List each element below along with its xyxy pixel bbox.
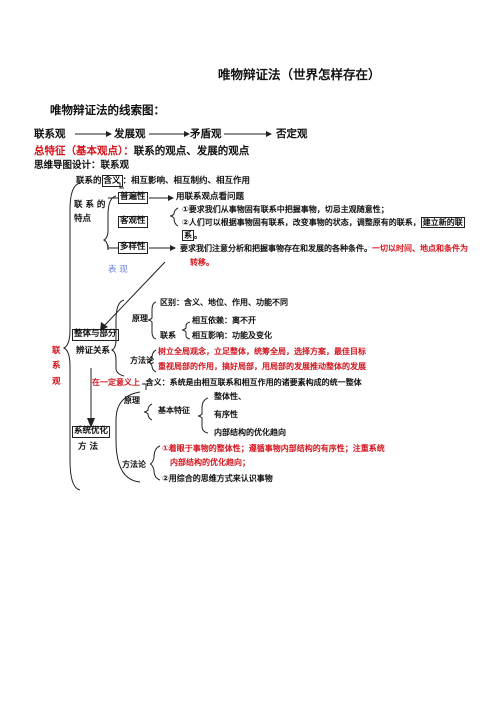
objectivity-box: 客观性 bbox=[118, 216, 148, 228]
features-label-2: 特点 bbox=[74, 214, 92, 224]
objectivity-line-3: 系。 bbox=[182, 230, 202, 241]
certain-sense-text: 含义：系统是由相互联系和相互作用的诸要素构成的统一整体 bbox=[145, 378, 362, 387]
system-method: 方法论 bbox=[122, 460, 146, 469]
general-feature-text: 联系的观点、发展的观点 bbox=[133, 145, 250, 157]
meaning-box: 含义 bbox=[101, 175, 123, 187]
whole-part-method-1: 树立全局观念，立足整体，统筹全局，选择方案，最佳目标 bbox=[158, 347, 366, 356]
diversity-red-1: 一切以时间、地点和条件为 bbox=[372, 244, 468, 253]
general-feature: 总特征（基本观点）：联系的观点、发展的观点 bbox=[34, 145, 249, 157]
meaning-text: ：相互影响、相互制约、相互作用 bbox=[122, 176, 251, 186]
universality-text: 用联系观点看问题 bbox=[176, 192, 245, 202]
objectivity-line-2-text: ②人们可以根据事物固有联系，改变事物的状态，调整原有的联系， bbox=[182, 218, 421, 227]
flow-item-4: 否定观 bbox=[276, 128, 308, 140]
general-feature-label: 总特征（基本观点）： bbox=[34, 145, 134, 157]
system-basic-feature: 基本特征 bbox=[158, 406, 190, 415]
certain-sense-red: 在一定意义上 bbox=[92, 378, 140, 387]
system-feature-2: 有序性 bbox=[214, 410, 238, 419]
side-red-1: 联 bbox=[52, 346, 61, 356]
universality-box: 普遍性 bbox=[118, 192, 148, 204]
system-feature-1: 整体性、 bbox=[214, 392, 246, 401]
system-method-2: 内部结构的优化趋向； bbox=[170, 458, 250, 467]
side-red-3: 观 bbox=[52, 377, 61, 387]
whole-part-dialectic: 辨证关系 bbox=[76, 346, 111, 356]
flow-item-2: 发展观 bbox=[114, 128, 146, 140]
diversity-line-1: 要求我们注意分析和把握事物存在和发展的各种条件。一切以时间、地点和条件为 bbox=[180, 244, 468, 253]
whole-part-method-2: 重视局部的作用，搞好局部，用局部的发展推动整体的发展 bbox=[158, 362, 366, 371]
system-method-label: 方 法 bbox=[78, 442, 98, 452]
manifest-label: 表 现 bbox=[108, 265, 128, 275]
flow-item-1: 联系观 bbox=[34, 128, 66, 140]
objectivity-end: 。 bbox=[194, 231, 202, 240]
page-subtitle: 唯物辩证法的线索图： bbox=[50, 103, 165, 117]
whole-part-rel-1: 相互依赖：离不开 bbox=[192, 316, 256, 325]
system-feature-3: 内部结构的优化趋向 bbox=[214, 428, 286, 437]
meaning-row: 联系的含义：相互影响、相互制约、相互作用 bbox=[76, 175, 251, 187]
whole-part-principle: 原理 bbox=[132, 314, 148, 323]
page-title: 唯物辩证法（世界怎样存在） bbox=[218, 67, 381, 82]
objectivity-box-2b: 系 bbox=[182, 230, 194, 241]
diversity-text: 要求我们注意分析和把握事物存在和发展的各种条件。 bbox=[180, 244, 372, 253]
system-method-3: ②用综合的思维方式来认识事物 bbox=[162, 474, 273, 483]
system-box: 系统优化 bbox=[72, 426, 111, 438]
whole-part-diff: 区别：含义、地位、作用、功能不同 bbox=[160, 298, 288, 307]
flow-item-3: 矛盾观 bbox=[190, 128, 222, 140]
objectivity-box-2a: 建立新的联 bbox=[420, 217, 465, 228]
side-red-2: 系 bbox=[52, 361, 61, 371]
system-principle: 原理 bbox=[124, 396, 140, 405]
whole-part-relation: 联系 bbox=[160, 331, 176, 340]
objectivity-line-2: ②人们可以根据事物固有联系，改变事物的状态，调整原有的联系，建立新的联 bbox=[182, 217, 465, 228]
whole-part-rel-2: 相互影响：功能及变化 bbox=[192, 331, 272, 340]
system-method-1: ①着眼于事物的整体性；遵循事物内部结构的有序性；注重系统 bbox=[162, 444, 385, 453]
features-label-1: 联 系 的 bbox=[74, 200, 106, 210]
mindmap-label: 思维导图设计：联系观 bbox=[34, 160, 130, 171]
objectivity-line-1: ①要求我们从事物固有联系中把握事物，切忌主观随意性； bbox=[182, 205, 389, 214]
whole-part-method: 方法论 bbox=[130, 356, 154, 365]
diversity-red-2: 转移。 bbox=[190, 258, 214, 267]
certain-sense-row: 在一定意义上 含义：系统是由相互联系和相互作用的诸要素构成的统一整体 bbox=[92, 378, 362, 387]
whole-part-box: 整体与部分 bbox=[72, 329, 119, 341]
diversity-box: 多样性 bbox=[118, 242, 148, 254]
